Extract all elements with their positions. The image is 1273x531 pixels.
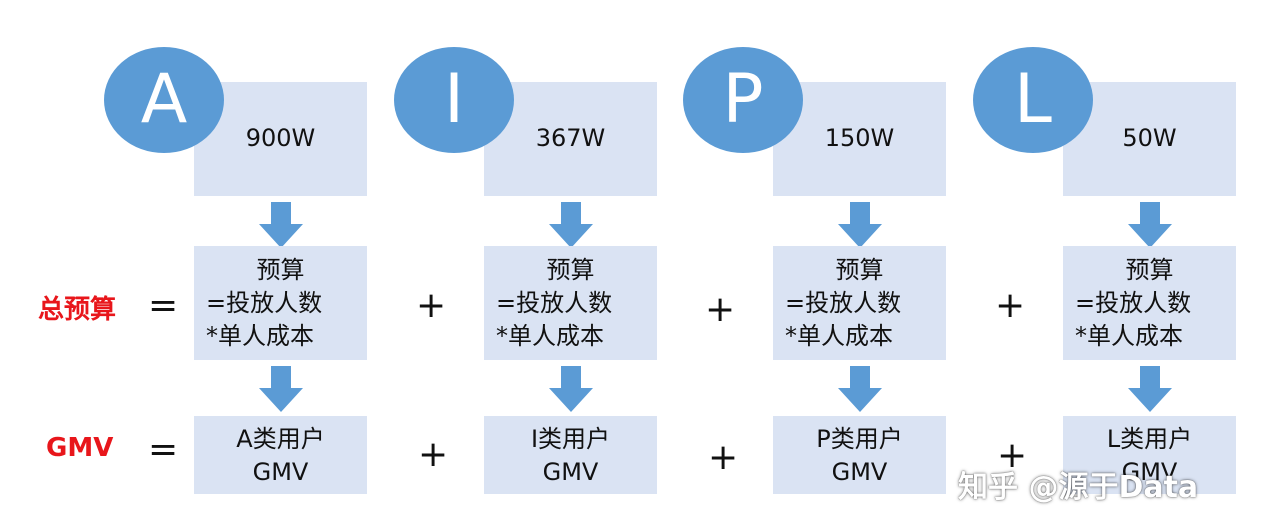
gmv-line: GMV — [252, 458, 309, 486]
letter-circle-l: L — [973, 47, 1093, 153]
plus-sign-budget-3: + — [995, 285, 1026, 326]
down-arrow-icon — [549, 366, 593, 412]
equals-sign-budget: = — [148, 285, 179, 326]
budget-line: 预算 — [256, 256, 305, 284]
plus-sign-budget-1: + — [416, 285, 447, 326]
budget-box-l: 预算 =投放人数 *单人成本 — [1063, 246, 1236, 360]
column-i: I 367W 预算 =投放人数 *单人成本 I类用户 GMV — [394, 0, 684, 531]
budget-box-i: 预算 =投放人数 *单人成本 — [484, 246, 657, 360]
gmv-line: A类用户 — [236, 425, 325, 453]
down-arrow-icon — [838, 366, 882, 412]
letter-circle-p: P — [683, 47, 803, 153]
budget-line: =投放人数 — [496, 289, 613, 317]
column-a: A 900W 预算 =投放人数 *单人成本 A类用户 GMV — [104, 0, 394, 531]
gmv-box-a: A类用户 GMV — [194, 416, 367, 494]
down-arrow-icon — [259, 202, 303, 248]
letter-circle-a: A — [104, 47, 224, 153]
gmv-line: P类用户 — [816, 425, 903, 453]
letter-circle-i: I — [394, 47, 514, 153]
plus-sign-gmv-2: + — [708, 437, 739, 478]
down-arrow-icon — [1128, 366, 1172, 412]
budget-line: =投放人数 — [785, 289, 902, 317]
equals-sign-gmv: = — [148, 429, 179, 470]
budget-line: 预算 — [546, 256, 595, 284]
budget-line: *单人成本 — [206, 322, 314, 350]
budget-line: 预算 — [835, 256, 884, 284]
budget-line: =投放人数 — [206, 289, 323, 317]
column-p: P 150W 预算 =投放人数 *单人成本 P类用户 GMV — [683, 0, 973, 531]
plus-sign-gmv-3: + — [997, 435, 1028, 476]
gmv-box-p: P类用户 GMV — [773, 416, 946, 494]
watermark: 知乎 @源于Data — [958, 470, 1199, 505]
gmv-box-l: L类用户 GMV — [1063, 416, 1236, 494]
gmv-label: GMV — [46, 433, 114, 463]
budget-box-p: 预算 =投放人数 *单人成本 — [773, 246, 946, 360]
plus-sign-budget-2: + — [705, 289, 736, 330]
gmv-line: GMV — [542, 458, 599, 486]
value-box-i: 367W — [484, 82, 657, 196]
gmv-line: GMV — [1121, 458, 1178, 486]
down-arrow-icon — [549, 202, 593, 248]
gmv-box-i: I类用户 GMV — [484, 416, 657, 494]
column-l: L 50W 预算 =投放人数 *单人成本 L类用户 GMV — [973, 0, 1263, 531]
plus-sign-gmv-1: + — [418, 434, 449, 475]
down-arrow-icon — [259, 366, 303, 412]
budget-line: 预算 — [1125, 256, 1174, 284]
down-arrow-icon — [838, 202, 882, 248]
budget-box-a: 预算 =投放人数 *单人成本 — [194, 246, 367, 360]
gmv-line: GMV — [831, 458, 888, 486]
budget-line: *单人成本 — [1075, 322, 1183, 350]
budget-line: *单人成本 — [785, 322, 893, 350]
gmv-line: L类用户 — [1106, 425, 1193, 453]
gmv-line: I类用户 — [530, 425, 611, 453]
budget-total-label: 总预算 — [38, 295, 117, 325]
budget-line: =投放人数 — [1075, 289, 1192, 317]
down-arrow-icon — [1128, 202, 1172, 248]
budget-line: *单人成本 — [496, 322, 604, 350]
